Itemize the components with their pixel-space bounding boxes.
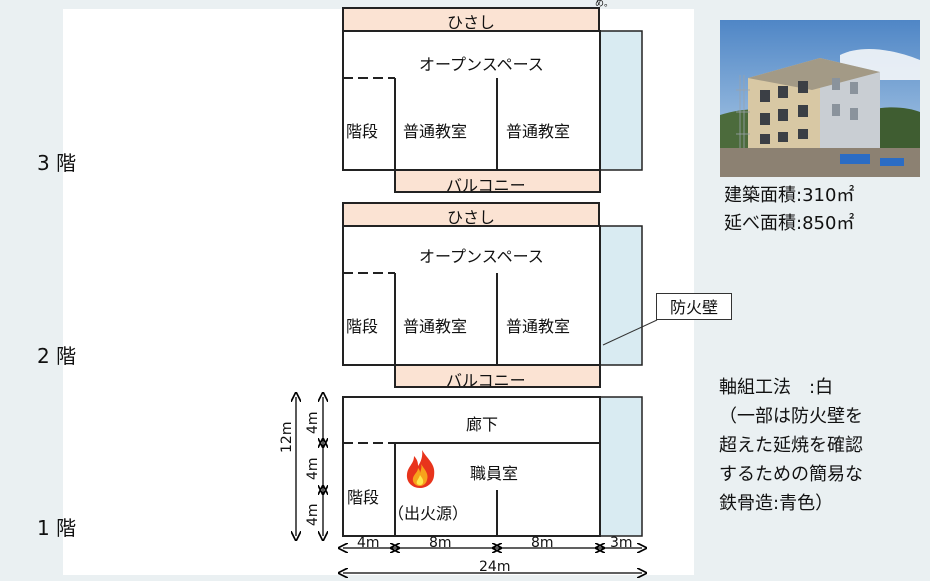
dim-total-width-label: 24m xyxy=(479,559,511,575)
eave-label-3f: ひさし xyxy=(447,13,496,32)
construction-note: 軸組工法 :白 （一部は防火壁を 超えた延焼を確認 するための簡易な 鉄骨造:青… xyxy=(719,373,863,518)
dim-w2-label: 8m xyxy=(429,535,452,551)
building-photo xyxy=(720,20,920,177)
open-space-label-2f: オープンスペース xyxy=(419,247,544,266)
steel-frame-2f xyxy=(599,225,643,366)
floor-2-plan xyxy=(342,202,658,388)
open-space-label-3f: オープンスペース xyxy=(419,55,544,74)
floor-label-2: 2 階 xyxy=(37,344,77,368)
classroom-label-3f-b: 普通教室 xyxy=(506,122,571,141)
balcony-label-2f: バルコニー xyxy=(446,371,526,390)
steel-frame-3f xyxy=(599,30,643,171)
corridor-label: 廊下 xyxy=(466,415,499,434)
construction-note-line-2: （一部は防火壁を xyxy=(719,406,863,427)
classroom-label-2f-b: 普通教室 xyxy=(506,317,571,336)
stairs-label-1f: 階段 xyxy=(347,488,380,507)
dim-w3-label: 8m xyxy=(531,535,554,551)
dim-w4-label: 3m xyxy=(610,535,633,551)
construction-note-line-3: 超えた延焼を確認 xyxy=(719,435,863,456)
balcony-3f xyxy=(394,169,601,193)
balcony-label-3f: バルコニー xyxy=(446,176,526,195)
total-floor-area-text: 延べ面積:850㎡ xyxy=(724,213,855,234)
building-area-text: 建築面積:310㎡ xyxy=(724,185,855,206)
classroom-label-2f-a: 普通教室 xyxy=(403,317,468,336)
floor-label-3: 3 階 xyxy=(37,151,77,175)
firewall-callout-leader xyxy=(602,319,658,346)
dim-h1-label: 4m xyxy=(305,411,321,434)
dim-total-height-label: 12m xyxy=(279,421,295,453)
floor-3-plan xyxy=(342,7,643,193)
steel-frame-1f xyxy=(599,396,643,537)
fire-origin-label: （出火源） xyxy=(388,504,469,523)
construction-note-line-4: するための簡易な xyxy=(719,464,863,485)
floor-1-plan xyxy=(342,396,643,537)
eave-label-2f: ひさし xyxy=(447,208,496,227)
balcony-2f xyxy=(394,364,601,388)
construction-note-line-1: 軸組工法 :白 xyxy=(719,377,834,398)
staff-room-label: 職員室 xyxy=(470,464,519,483)
dim-h2-label: 4m xyxy=(305,457,321,480)
firewall-callout: 防火壁 xyxy=(656,293,732,320)
dim-h3-label: 4m xyxy=(305,503,321,526)
classroom-label-3f-a: 普通教室 xyxy=(403,122,468,141)
floor-label-1: 1 階 xyxy=(37,516,77,540)
stairs-label-3f: 階段 xyxy=(346,122,379,141)
stairs-label-2f: 階段 xyxy=(346,317,379,336)
fire-icon xyxy=(406,450,435,488)
dim-w1-label: 4m xyxy=(357,535,380,551)
construction-note-line-5: 鉄骨造:青色） xyxy=(719,493,834,514)
top-text-fragment: め。 xyxy=(595,0,614,9)
